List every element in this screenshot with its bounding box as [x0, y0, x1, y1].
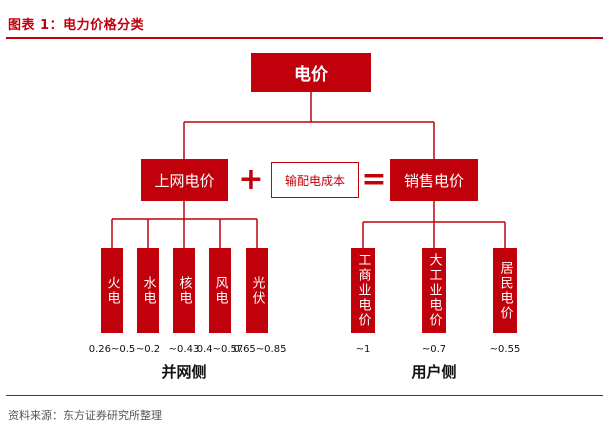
leaf-thermal-power: 火电: [101, 248, 123, 333]
value-residential: ~0.55: [489, 344, 521, 355]
caption-divider: [6, 37, 603, 39]
leaf-hydro-power: 水电: [137, 248, 159, 333]
value-nuclear: ~0.43: [168, 344, 200, 355]
leaf-commercial-price: 工商业电价: [351, 248, 375, 333]
value-solar: 0.65~0.85: [233, 344, 287, 355]
value-hydro: ~0.2: [135, 344, 161, 355]
node-grid-price: 上网电价: [141, 159, 228, 201]
footer-divider: [6, 395, 603, 396]
source-note: 资料来源：东方证券研究所整理: [8, 409, 162, 422]
value-industrial: ~0.7: [421, 344, 447, 355]
leaf-wind-power: 风电: [209, 248, 231, 333]
leaf-industrial-price: 大工业电价: [422, 248, 446, 333]
figure-caption: 图表 1：电力价格分类: [8, 18, 145, 33]
value-wind: 0.4~0.57: [196, 344, 244, 355]
group-label-grid-side: 并网侧: [161, 363, 207, 381]
root-node-electricity-price: 电价: [251, 53, 371, 92]
leaf-nuclear-power: 核电: [173, 248, 195, 333]
group-label-user-side: 用户侧: [411, 363, 457, 381]
leaf-residential-price: 居民电价: [493, 248, 517, 333]
node-transmission-cost: 输配电成本: [271, 162, 359, 198]
value-thermal: 0.26~0.5: [88, 344, 136, 355]
node-sales-price: 销售电价: [390, 159, 478, 201]
plus-operator: +: [238, 162, 264, 197]
leaf-solar-power: 光伏: [246, 248, 268, 333]
value-commercial: ~1: [355, 344, 371, 355]
equals-operator: =: [361, 162, 387, 197]
